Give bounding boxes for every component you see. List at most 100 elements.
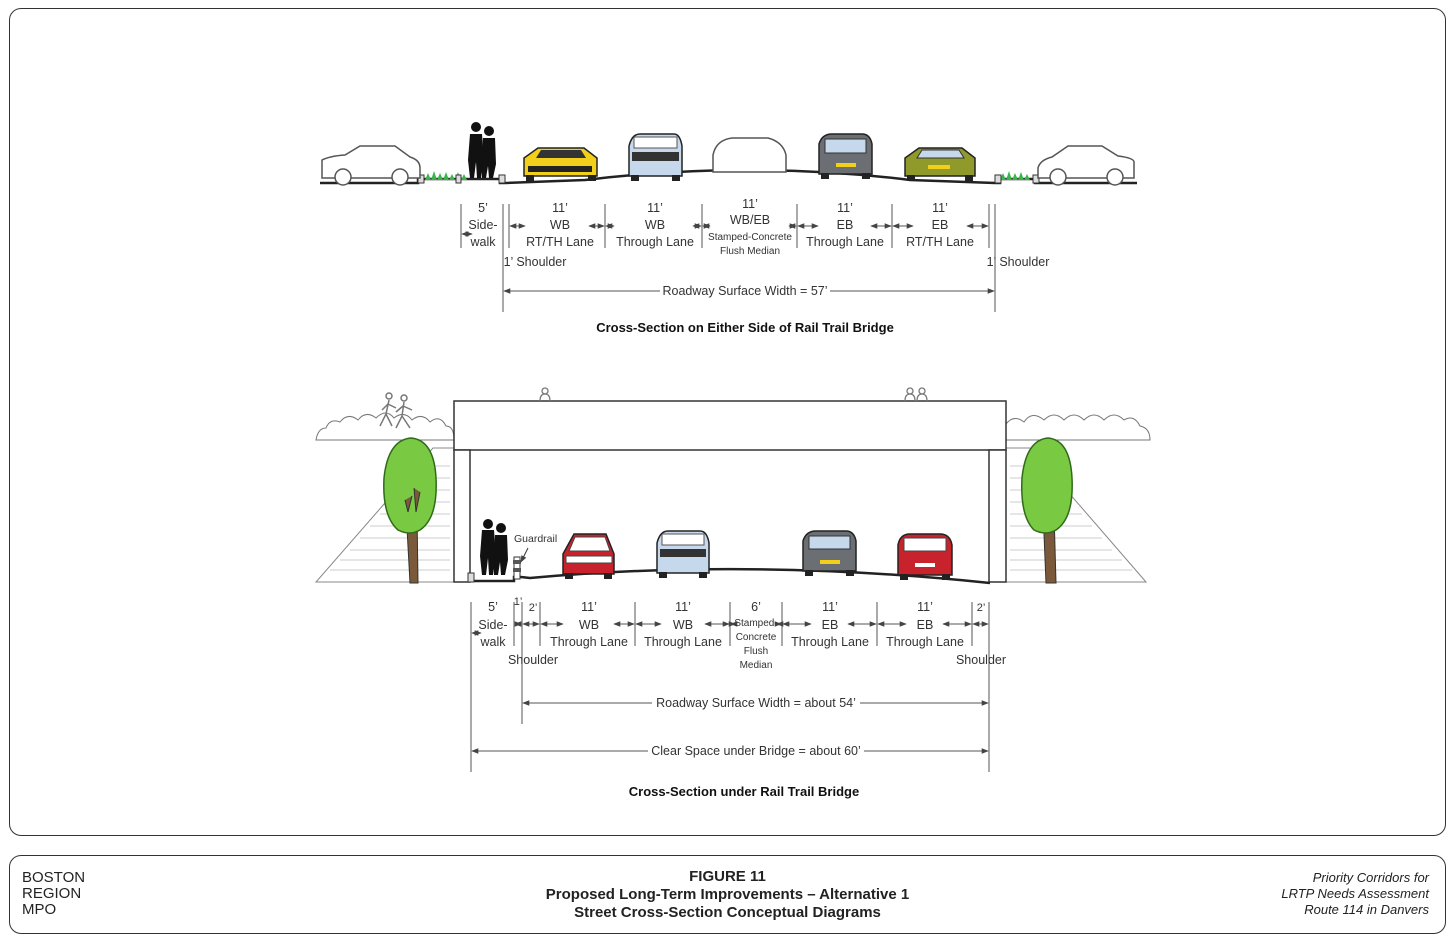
lane-label-median: 11’ WB/EB Stamped-Concrete Flush Median <box>708 197 792 257</box>
bridge-abutment-left <box>453 449 471 583</box>
cross-section-diagrams: 5’ Side- walk 11’ WB RT/TH Lane 11’ WB T… <box>314 122 1151 799</box>
car-gray-icon <box>802 530 857 576</box>
people-on-bridge-icon <box>539 387 928 402</box>
project-info: Priority Corridors for LRTP Needs Assess… <box>1281 870 1429 918</box>
lane-label-eb-through-2: 11’ EB Through Lane <box>886 600 964 649</box>
svg-text:Stamped-Concrete: Stamped-Concrete <box>708 232 792 243</box>
lane-label-wb-rt-th: 11’ WB RT/TH Lane <box>526 201 594 249</box>
svg-text:Median: Median <box>740 660 773 671</box>
svg-text:Flush: Flush <box>744 646 768 657</box>
roadway-width-label: Roadway Surface Width = 57’ <box>662 284 827 298</box>
svg-text:11’: 11’ <box>837 201 853 215</box>
lane-label-shoulder-right: 2’ <box>977 602 986 614</box>
svg-text:Through Lane: Through Lane <box>644 635 722 649</box>
svg-text:11’: 11’ <box>675 600 691 614</box>
org-line: REGION <box>22 885 82 902</box>
svg-text:walk: walk <box>469 235 496 249</box>
lane-label-eb-rt-th: 11’ EB RT/TH Lane <box>906 201 974 249</box>
lane-label-median: 6’ Stamped- Concrete Flush Median <box>734 600 777 671</box>
svg-text:6’: 6’ <box>751 600 761 614</box>
figure-title-block: FIGURE 11 Proposed Long-Term Improvement… <box>10 868 1445 922</box>
car-yellow-icon <box>523 147 598 181</box>
svg-text:Through Lane: Through Lane <box>791 635 869 649</box>
bottom-cross-section: Guardrail <box>314 387 1151 799</box>
bottom-dimension-arrows <box>471 621 989 636</box>
svg-text:RT/TH Lane: RT/TH Lane <box>906 235 974 249</box>
svg-text:11’: 11’ <box>822 600 838 614</box>
guardrail-leader <box>520 547 529 563</box>
svg-text:11’: 11’ <box>742 197 758 211</box>
hedge-right <box>1005 414 1151 441</box>
shoulder-label-right: Shoulder <box>956 653 1006 667</box>
car-blue-icon <box>628 133 683 181</box>
top-lane-labels: 5’ Side- walk 11’ WB RT/TH Lane 11’ WB T… <box>468 197 1049 298</box>
svg-text:WB: WB <box>645 218 665 232</box>
side-car-right-icon <box>1037 145 1135 186</box>
org-line: BOSTON <box>22 869 86 886</box>
car-olive-icon <box>904 147 976 181</box>
svg-text:WB/EB: WB/EB <box>730 213 770 227</box>
lane-label-buffer: 1’ <box>514 596 523 608</box>
curb <box>417 174 425 184</box>
car-median-outline-icon <box>712 137 787 173</box>
svg-text:walk: walk <box>479 635 506 649</box>
svg-text:Through Lane: Through Lane <box>550 635 628 649</box>
shoulder-label-left: Shoulder <box>508 653 558 667</box>
lane-label-wb-through-1: 11’ WB Through Lane <box>550 600 628 649</box>
org-name: BOSTON REGION MPO <box>22 870 85 918</box>
lane-label-eb-through: 11’ EB Through Lane <box>806 201 884 249</box>
car-red-icon <box>562 533 615 579</box>
bridge-abutment-right <box>988 449 1007 583</box>
org-line: MPO <box>22 901 57 918</box>
pedestrians-icon <box>468 122 496 178</box>
diagram-frame <box>9 8 1446 836</box>
figure-number: FIGURE 11 <box>689 868 766 885</box>
car-gray-icon <box>818 133 873 179</box>
svg-text:Stamped-: Stamped- <box>734 618 777 629</box>
svg-text:11’: 11’ <box>581 600 597 614</box>
svg-text:Side-: Side- <box>478 618 507 632</box>
curb <box>498 174 506 184</box>
lane-label-wb-through: 11’ WB Through Lane <box>616 201 694 249</box>
guardrail-icon <box>513 556 521 580</box>
top-caption: Cross-Section on Either Side of Rail Tra… <box>596 320 894 335</box>
grass-right <box>1000 171 1030 180</box>
shoulder-label-right: 1’ Shoulder <box>987 255 1050 269</box>
rail-trail-bridge-deck <box>453 400 1007 451</box>
figure-footer: BOSTON REGION MPO FIGURE 11 Proposed Lon… <box>9 855 1446 934</box>
project-line: Priority Corridors for <box>1312 870 1429 885</box>
road-surface-bottom <box>470 567 991 585</box>
svg-text:5’: 5’ <box>488 600 498 614</box>
curb <box>467 572 475 583</box>
top-dimension-ticks <box>460 204 996 312</box>
car-blue-icon <box>656 530 710 578</box>
top-dimension-arrows <box>461 223 989 237</box>
svg-text:EB: EB <box>837 218 854 232</box>
bottom-lane-labels: 5’ Side- walk 1’ 2’ 11’ WB Through Lane … <box>478 596 1006 758</box>
guardrail-label: Guardrail <box>514 533 557 545</box>
side-car-left-icon <box>321 145 421 186</box>
lane-label-shoulder-left: 2’ <box>529 602 538 614</box>
clear-space-label: Clear Space under Bridge = about 60’ <box>651 744 861 758</box>
svg-text:Concrete: Concrete <box>736 632 777 643</box>
roadway-width-label: Roadway Surface Width = about 54’ <box>656 696 856 710</box>
svg-text:RT/TH Lane: RT/TH Lane <box>526 235 594 249</box>
lane-label-wb-through-2: 11’ WB Through Lane <box>644 600 722 649</box>
svg-text:Through Lane: Through Lane <box>806 235 884 249</box>
svg-text:Side-: Side- <box>468 218 497 232</box>
figure-title-line1: Proposed Long-Term Improvements – Altern… <box>545 886 910 903</box>
car-red-rear-icon <box>897 533 953 580</box>
curb <box>994 174 1002 184</box>
svg-text:11’: 11’ <box>552 201 568 215</box>
pedestrians-under-bridge-icon <box>480 519 508 575</box>
svg-text:WB: WB <box>673 618 693 632</box>
svg-text:11’: 11’ <box>647 201 663 215</box>
lane-label-sidewalk: 5’ Side- walk <box>478 600 507 649</box>
top-cross-section: 5’ Side- walk 11’ WB RT/TH Lane 11’ WB T… <box>320 122 1137 335</box>
svg-text:WB: WB <box>579 618 599 632</box>
curb <box>455 174 462 184</box>
svg-text:EB: EB <box>917 618 934 632</box>
tree-left-icon <box>383 437 437 584</box>
svg-text:Flush Median: Flush Median <box>720 246 780 257</box>
curb <box>1032 174 1040 184</box>
